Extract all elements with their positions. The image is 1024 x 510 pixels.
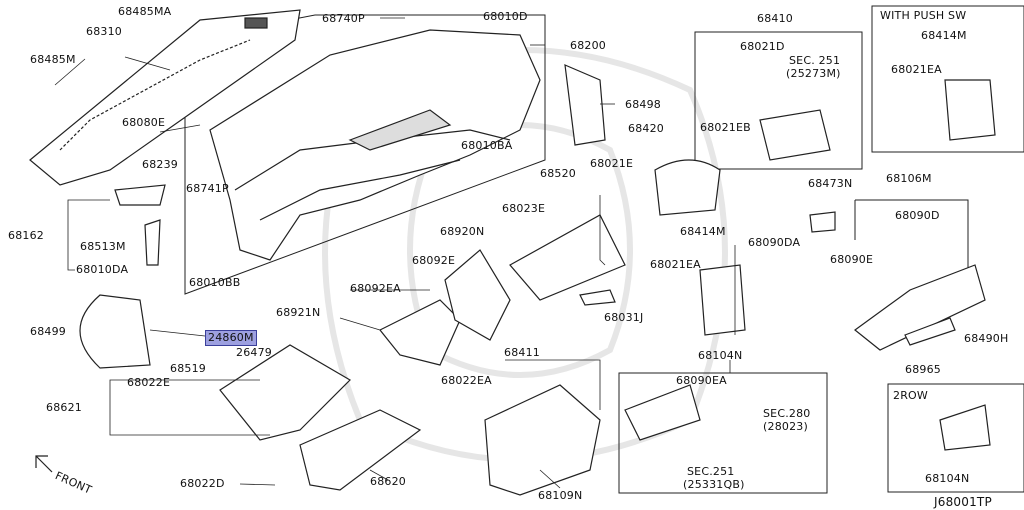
part-label-68022EA[interactable]: 68022EA xyxy=(441,374,492,387)
part-label-68106M[interactable]: 68106M xyxy=(886,172,932,185)
part-label-68104N-b[interactable]: 68104N xyxy=(925,472,970,485)
sec-label-280[interactable]: SEC.280 xyxy=(763,407,811,420)
part-label-68485MA[interactable]: 68485MA xyxy=(118,5,172,18)
sec-label-28023[interactable]: (28023) xyxy=(763,420,808,433)
variant-title-with-push-sw: WITH PUSH SW xyxy=(880,9,967,22)
part-label-68010BB[interactable]: 68010BB xyxy=(189,276,241,289)
part-label-68162[interactable]: 68162 xyxy=(8,229,44,242)
part-label-68021EB[interactable]: 68021EB xyxy=(700,121,751,134)
part-label-68031J[interactable]: 68031J xyxy=(604,311,644,324)
part-label-68090DA[interactable]: 68090DA xyxy=(748,236,801,249)
sec-label-251-a[interactable]: SEC. 251 xyxy=(789,54,841,67)
part-label-68021D[interactable]: 68021D xyxy=(740,40,785,53)
lower-parts xyxy=(79,64,996,496)
part-label-68411[interactable]: 68411 xyxy=(504,346,540,359)
part-label-68499[interactable]: 68499 xyxy=(30,325,66,338)
part-label-68414M-a[interactable]: 68414M xyxy=(921,29,967,42)
part-label-68023E[interactable]: 68023E xyxy=(502,202,546,215)
part-label-24860M-highlighted[interactable]: 24860M xyxy=(205,330,257,346)
part-label-68022D[interactable]: 68022D xyxy=(180,477,225,490)
front-arrow xyxy=(35,455,53,473)
part-label-68090EA[interactable]: 68090EA xyxy=(676,374,727,387)
part-label-68092EA[interactable]: 68092EA xyxy=(350,282,401,295)
part-label-68310[interactable]: 68310 xyxy=(86,25,122,38)
sec-label-25273M[interactable]: (25273M) xyxy=(786,67,841,80)
part-label-68090D[interactable]: 68090D xyxy=(895,209,940,222)
diagram-code: J68001TP xyxy=(934,495,992,509)
part-label-68920N[interactable]: 68920N xyxy=(440,225,485,238)
part-label-68485M[interactable]: 68485M xyxy=(30,53,76,66)
part-label-68490H[interactable]: 68490H xyxy=(964,332,1009,345)
part-label-68010D[interactable]: 68010D xyxy=(483,10,528,23)
sec-label-251-b[interactable]: SEC.251 xyxy=(687,465,735,478)
part-label-68022E[interactable]: 68022E xyxy=(127,376,171,389)
part-label-68414M-b[interactable]: 68414M xyxy=(680,225,726,238)
part-label-68021EA-a[interactable]: 68021EA xyxy=(891,63,942,76)
part-label-68473N[interactable]: 68473N xyxy=(808,177,853,190)
part-label-68420[interactable]: 68420 xyxy=(628,122,664,135)
part-label-68519[interactable]: 68519 xyxy=(170,362,206,375)
part-label-68104N-a[interactable]: 68104N xyxy=(698,349,743,362)
part-label-68010BA[interactable]: 68010BA xyxy=(461,139,513,152)
part-label-68741P[interactable]: 68741P xyxy=(186,182,229,195)
part-label-68080E[interactable]: 68080E xyxy=(122,116,166,129)
sec-label-25331QB[interactable]: (25331QB) xyxy=(683,478,745,491)
part-label-68092E[interactable]: 68092E xyxy=(412,254,456,267)
part-label-68410[interactable]: 68410 xyxy=(757,12,793,25)
part-label-68520[interactable]: 68520 xyxy=(540,167,576,180)
variant-title-2row: 2ROW xyxy=(893,389,928,402)
part-label-68200[interactable]: 68200 xyxy=(570,39,606,52)
part-label-68921N[interactable]: 68921N xyxy=(276,306,321,319)
part-label-68090E[interactable]: 68090E xyxy=(830,253,874,266)
top-panel-part xyxy=(29,9,301,186)
part-label-68010DA[interactable]: 68010DA xyxy=(76,263,129,276)
part-label-68021EA-b[interactable]: 68021EA xyxy=(650,258,701,271)
part-label-26479[interactable]: 26479 xyxy=(236,346,272,359)
part-label-68621[interactable]: 68621 xyxy=(46,401,82,414)
part-label-68620[interactable]: 68620 xyxy=(370,475,406,488)
part-label-68513M[interactable]: 68513M xyxy=(80,240,126,253)
dashboard-frame-part xyxy=(209,29,541,261)
part-label-68109N[interactable]: 68109N xyxy=(538,489,583,502)
part-label-68021E[interactable]: 68021E xyxy=(590,157,634,170)
part-label-68498[interactable]: 68498 xyxy=(625,98,661,111)
part-label-68740P[interactable]: 68740P xyxy=(322,12,365,25)
part-label-68239[interactable]: 68239 xyxy=(142,158,178,171)
part-label-68965[interactable]: 68965 xyxy=(905,363,941,376)
leader-lines xyxy=(54,17,736,489)
callout-boxes xyxy=(184,5,1024,494)
